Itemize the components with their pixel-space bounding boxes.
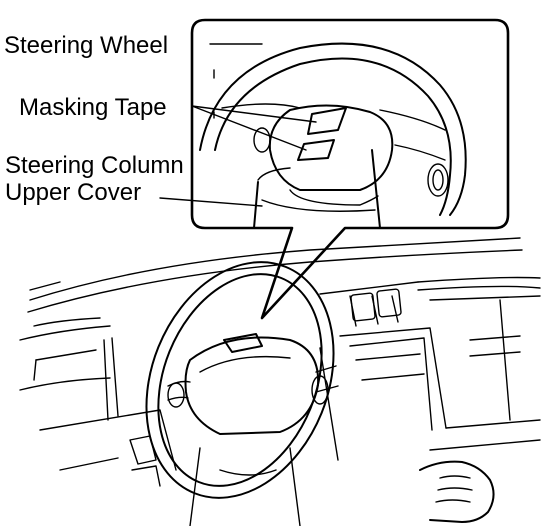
leader-column-cover xyxy=(159,197,263,207)
detail-callout xyxy=(190,18,510,320)
leader-lines xyxy=(159,43,317,207)
label-steering-column-line1: Steering Column xyxy=(5,152,184,179)
label-steering-wheel: Steering Wheel xyxy=(4,32,169,59)
leader-masking-tape-1 xyxy=(191,105,317,123)
leader-masking-tape-2 xyxy=(191,105,307,151)
dashboard xyxy=(19,237,541,526)
label-steering-column-line2: Upper Cover xyxy=(5,179,142,206)
detail-steering-wheel xyxy=(199,42,467,229)
label-steering-column-upper-cover: Steering Column Upper Cover xyxy=(5,152,184,206)
label-masking-tape: Masking Tape xyxy=(19,94,167,121)
